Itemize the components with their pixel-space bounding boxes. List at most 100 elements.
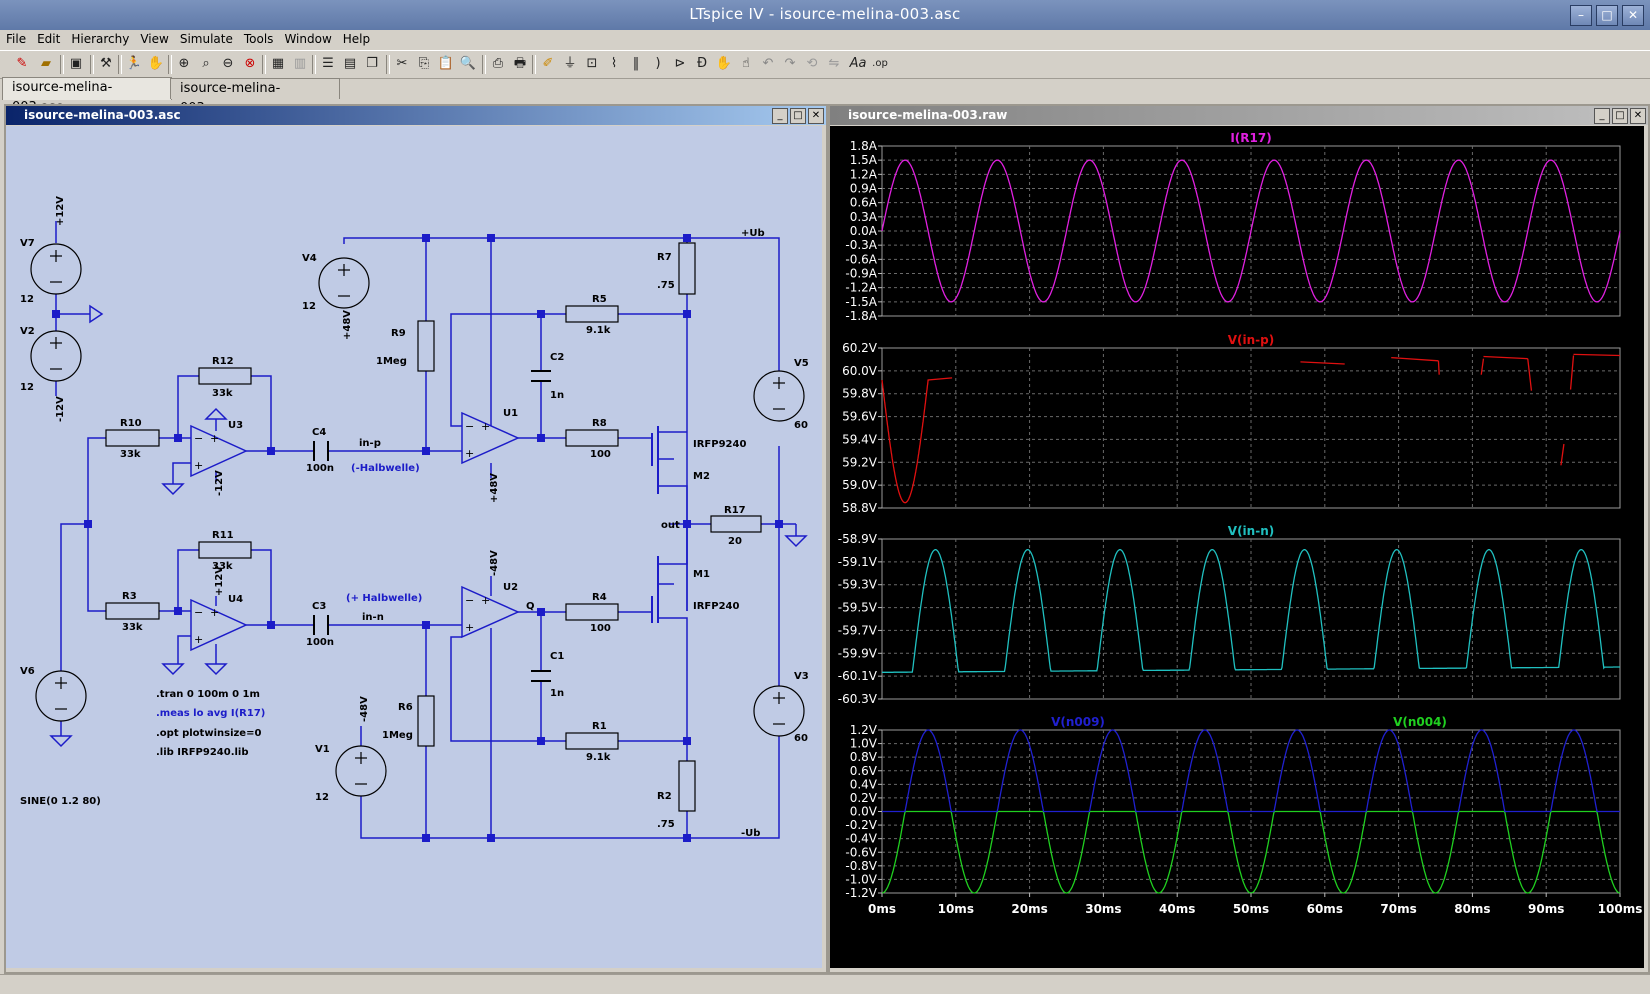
plot-pane-3[interactable]: -58.9V-59.1V-59.3V-59.5V-59.7V-59.9V-60.…	[838, 524, 1621, 706]
u4-label: U4	[228, 594, 243, 605]
r8-label: R8	[592, 418, 607, 429]
trace-title[interactable]: I(R17)	[1230, 131, 1271, 145]
tile-horizontal-icon[interactable]: ☰	[322, 56, 334, 71]
copy-icon[interactable]: ⎘	[418, 56, 430, 71]
zoom-out-icon[interactable]: ⊖	[222, 56, 234, 71]
plot-pane-1[interactable]: 1.8A1.5A1.2A0.9A0.6A0.3A0.0A-0.3A-0.6A-0…	[845, 131, 1621, 323]
y-tick-label: -0.3A	[845, 238, 877, 252]
trace-title[interactable]: V(n009)	[1051, 715, 1105, 729]
schematic-maximize-icon[interactable]: □	[790, 108, 806, 124]
mirror-icon[interactable]: ⇋	[828, 56, 840, 71]
y-tick-label: 0.6A	[850, 196, 878, 210]
menu-tools[interactable]: Tools	[243, 32, 274, 46]
y-tick-label: 60.2V	[842, 341, 878, 355]
find-icon[interactable]: 🔍	[459, 56, 477, 71]
undo-icon[interactable]: ↶	[762, 56, 774, 71]
y-tick-label: -0.8V	[845, 859, 877, 873]
r1-label: R1	[592, 721, 607, 732]
zoom-fit-icon[interactable]: ⊗	[244, 56, 256, 71]
trace-title[interactable]: V(in-n)	[1228, 524, 1274, 538]
v4-voltage-label: +48V	[342, 310, 353, 340]
x-tick-label: 100ms	[1598, 902, 1643, 916]
plot-pane-2[interactable]: 60.2V60.0V59.8V59.6V59.4V59.2V59.0V58.8V…	[842, 333, 1621, 515]
menu-view[interactable]: View	[140, 32, 169, 46]
fft-icon[interactable]: ▥	[293, 56, 307, 71]
waveform-close-icon[interactable]: ✕	[1630, 108, 1646, 124]
menu-simulate[interactable]: Simulate	[179, 32, 233, 46]
minimize-icon[interactable]: –	[1570, 5, 1592, 26]
resistor-icon[interactable]: ⌇	[610, 56, 618, 71]
menu-hierarchy[interactable]: Hierarchy	[71, 32, 130, 46]
control-panel-icon[interactable]: ⚒	[100, 56, 112, 71]
ground-icon[interactable]: ⏚	[563, 56, 577, 71]
r3-label: R3	[122, 591, 137, 602]
trace-title[interactable]: V(in-p)	[1228, 333, 1274, 347]
tab-schematic[interactable]: isource-melina-003.asc	[2, 77, 172, 115]
y-tick-label: 0.0A	[850, 224, 878, 238]
c4-value: 100n	[306, 463, 334, 474]
spice-directive-icon[interactable]: .op	[872, 58, 888, 69]
waveform-maximize-icon[interactable]: □	[1612, 108, 1628, 124]
y-tick-label: 0.3A	[850, 210, 878, 224]
v3-label: V3	[794, 671, 809, 682]
move-icon[interactable]: ✋	[715, 56, 733, 71]
tile-vertical-icon[interactable]: ▤	[343, 56, 357, 71]
print-setup-icon[interactable]: ⎙	[492, 56, 504, 71]
diode-icon[interactable]: ⊳	[674, 56, 686, 71]
u4-supply-label: +12V	[214, 566, 225, 596]
run-icon[interactable]: 🏃	[125, 56, 143, 71]
inductor-icon[interactable]: )	[655, 56, 661, 71]
cascade-icon[interactable]: ❐	[366, 56, 378, 71]
svg-text:+: +	[481, 420, 490, 433]
label-net-icon[interactable]: ⊡	[586, 56, 598, 71]
capacitor-icon[interactable]: ‖	[632, 56, 640, 71]
maximize-icon[interactable]: □	[1596, 5, 1618, 26]
svg-text:+: +	[465, 447, 474, 460]
menu-file[interactable]: File	[6, 32, 27, 46]
cut-icon[interactable]: ✂	[396, 56, 408, 71]
waveform-canvas[interactable]: 1.8A1.5A1.2A0.9A0.6A0.3A0.0A-0.3A-0.6A-0…	[830, 126, 1644, 968]
schematic-minimize-icon[interactable]: _	[772, 108, 788, 124]
waveform-minimize-icon[interactable]: _	[1594, 108, 1610, 124]
text-icon[interactable]: Aa	[849, 56, 867, 71]
pan-icon[interactable]: ⌕	[202, 56, 210, 71]
y-tick-label: -0.9A	[845, 267, 877, 281]
y-tick-label: 0.2V	[850, 791, 878, 805]
print-icon[interactable]: 🖶	[513, 56, 527, 71]
paste-icon[interactable]: 📋	[437, 56, 455, 71]
menu-window[interactable]: Window	[284, 32, 332, 46]
schematic-close-icon[interactable]: ✕	[808, 108, 824, 124]
schematic-background	[6, 126, 822, 968]
component-icon[interactable]: Ð	[696, 56, 708, 71]
autorange-icon[interactable]: ▦	[271, 56, 285, 71]
drag-icon[interactable]: ☝	[742, 56, 750, 71]
save-icon[interactable]: ▣	[69, 56, 83, 71]
tab-waveform[interactable]: isource-melina-003.raw	[170, 78, 340, 116]
y-tick-label: -59.1V	[838, 555, 878, 569]
schematic-canvas[interactable]: −++ −++ −++ −++ +12V V7 12 V2 12 -12V V4…	[6, 126, 822, 968]
x-tick-label: 80ms	[1454, 902, 1490, 916]
menu-help[interactable]: Help	[342, 32, 371, 46]
halt-icon[interactable]: ✋	[147, 56, 165, 71]
menu-edit[interactable]: Edit	[37, 32, 61, 46]
redo-icon[interactable]: ↷	[784, 56, 796, 71]
r2-value: .75	[657, 819, 675, 830]
plot-pane-4[interactable]: 1.2V1.0V0.8V0.6V0.4V0.2V0.0V-0.2V-0.4V-0…	[845, 715, 1621, 900]
rotate-icon[interactable]: ⟲	[806, 56, 818, 71]
close-icon[interactable]: ✕	[1622, 5, 1644, 26]
directive-lib: .lib IRFP9240.lib	[156, 747, 249, 758]
new-schematic-icon[interactable]: ✎	[16, 56, 28, 71]
trace-title[interactable]: V(n004)	[1393, 715, 1447, 729]
net-ub-neg: -Ub	[741, 828, 760, 839]
open-icon[interactable]: ▰	[41, 56, 51, 71]
zoom-in-icon[interactable]: ⊕	[178, 56, 190, 71]
v5-value: 60	[794, 420, 808, 431]
wire-icon[interactable]: ✐	[542, 56, 554, 71]
r17-label: R17	[724, 505, 746, 516]
window-titlebar: LTspice IV - isource-melina-003.asc – □ …	[0, 0, 1650, 30]
y-tick-label: -58.9V	[838, 532, 878, 546]
y-tick-label: -1.0V	[845, 872, 877, 886]
net-in-n: in-n	[362, 612, 384, 623]
u2-supply-label: -48V	[489, 550, 500, 576]
x-tick-label: 90ms	[1528, 902, 1564, 916]
